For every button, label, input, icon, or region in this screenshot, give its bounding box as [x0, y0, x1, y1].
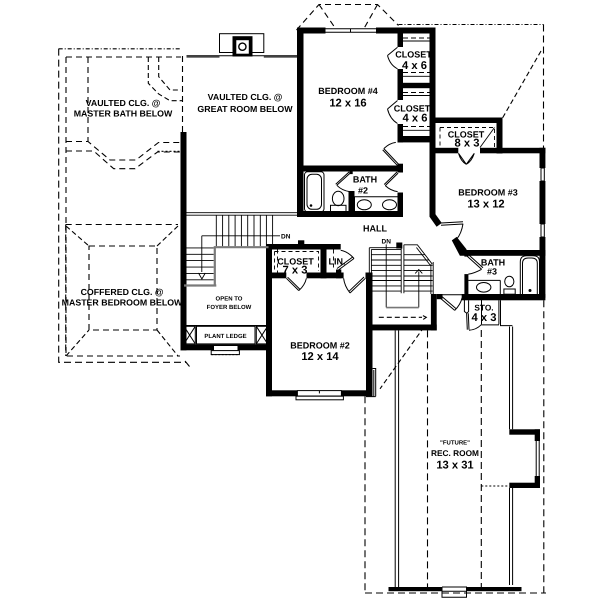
svg-text:CLOSET: CLOSET — [395, 50, 432, 60]
svg-text:HALL: HALL — [363, 224, 387, 234]
svg-text:CLOSET: CLOSET — [448, 130, 485, 140]
svg-text:BATH: BATH — [353, 175, 377, 185]
svg-text:LIN.: LIN. — [329, 257, 346, 267]
svg-text:PLANT LEDGE: PLANT LEDGE — [204, 333, 246, 340]
svg-text:12 x 14: 12 x 14 — [301, 351, 339, 363]
svg-text:CLOSET: CLOSET — [394, 104, 431, 114]
svg-text:VAULTED CLG. @: VAULTED CLG. @ — [86, 98, 161, 108]
svg-text:#3: #3 — [487, 267, 497, 277]
svg-text:MASTER BATH BELOW: MASTER BATH BELOW — [74, 109, 173, 119]
svg-text:OPEN TO: OPEN TO — [216, 296, 243, 303]
svg-text:4 x 6: 4 x 6 — [403, 113, 428, 125]
svg-text:FOYER BELOW: FOYER BELOW — [207, 304, 252, 311]
svg-text:8 x 3: 8 x 3 — [455, 138, 480, 150]
svg-text:DN: DN — [382, 239, 392, 246]
svg-text:BEDROOM #3: BEDROOM #3 — [458, 188, 518, 198]
svg-text:4 x 6: 4 x 6 — [402, 60, 427, 72]
svg-text:BATH: BATH — [481, 258, 505, 268]
svg-text:"FUTURE": "FUTURE" — [440, 440, 470, 447]
svg-text:DN: DN — [281, 233, 291, 240]
svg-text:STO.: STO. — [474, 303, 493, 313]
svg-text:GREAT ROOM BELOW: GREAT ROOM BELOW — [197, 104, 293, 114]
svg-text:7 x 3: 7 x 3 — [283, 265, 308, 277]
svg-text:13 x 12: 13 x 12 — [467, 199, 504, 211]
svg-text:BEDROOM #2: BEDROOM #2 — [290, 341, 350, 351]
svg-text:4 x 3: 4 x 3 — [472, 312, 497, 324]
svg-text:12 x 16: 12 x 16 — [329, 98, 366, 110]
svg-text:BEDROOM #4: BEDROOM #4 — [318, 86, 378, 96]
svg-text:VAULTED CLG. @: VAULTED CLG. @ — [208, 92, 283, 102]
svg-text:CLOSET: CLOSET — [277, 257, 314, 267]
svg-text:MASTER BEDROOM BELOW: MASTER BEDROOM BELOW — [62, 298, 183, 308]
svg-text:#2: #2 — [358, 186, 368, 196]
svg-text:REC. ROOM: REC. ROOM — [431, 448, 479, 458]
svg-text:13 x 31: 13 x 31 — [436, 460, 473, 472]
svg-text:COFFERED CLG. @: COFFERED CLG. @ — [81, 287, 164, 297]
